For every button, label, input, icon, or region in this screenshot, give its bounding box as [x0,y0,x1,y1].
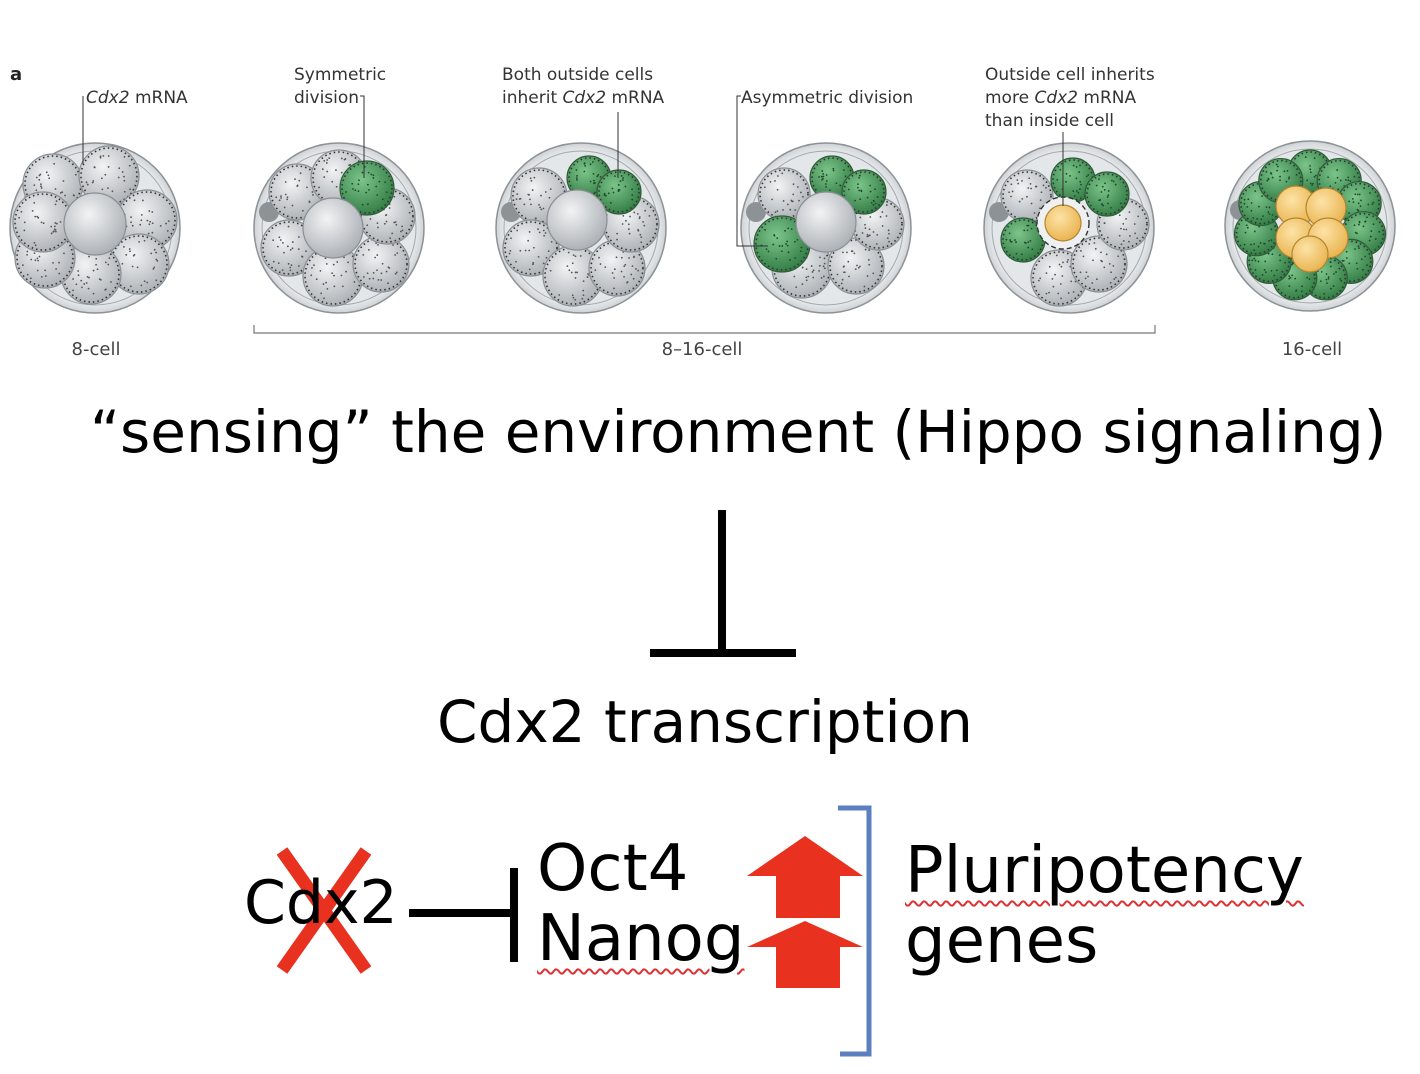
blastomere [63,192,127,256]
outside-inherits-callout: Outside cell inherits more Cdx2 mRNA tha… [985,65,1155,131]
blastomere [757,167,811,221]
symmetric-division-callout: Symmetric division [294,65,387,108]
target-genes: Oct4 Nanog [537,834,744,974]
asymmetric-callout-line [736,95,768,247]
blastomere [302,197,364,259]
blastomere [1070,235,1128,293]
oct4-label: Oct4 [537,832,689,906]
blastomere [108,233,170,295]
bracket [838,805,872,1057]
outside-cell [1000,217,1046,263]
inhibition-symbol-hippo [650,510,796,657]
outside-cell [841,169,887,215]
blastomere [546,189,608,251]
outside-cell [339,160,395,216]
stage-bracket [253,325,1156,334]
cdx2-transcription-label: Cdx2 transcription [437,688,973,756]
up-arrow-icon [747,921,863,988]
nanog-label: Nanog [537,902,745,976]
inside-cell [1291,235,1329,273]
blastomere [352,235,410,293]
blastomere [827,237,885,295]
panel-letter: a [10,64,23,85]
stage-8-cell: 8-cell [71,339,121,360]
inside-cell [1044,204,1082,242]
outside-cell [596,169,642,215]
stage-16-cell: 16-cell [1281,339,1343,360]
blastomere [78,145,140,207]
asymmetric-division-callout: Asymmetric division [741,88,914,108]
both-outside-callout: Both outside cells inherit Cdx2 mRNA [502,65,665,108]
blastomere [588,239,646,297]
blastomere [795,191,857,253]
pluripotency-genes-label: Pluripotency genes [905,834,1304,978]
blastomere [502,219,560,277]
cdx2-knockout-label: Cdx2 [244,868,398,938]
symmetric-callout-line [360,95,365,178]
outside-cell [1084,171,1130,217]
up-arrow-icon [747,836,863,918]
cdx2-mrna-callout: Cdx2 mRNA [86,88,188,108]
embryo-illustrations [9,95,1396,334]
hippo-signaling-label: “sensing” the environment (Hippo signali… [90,398,1387,466]
stage-8-16-cell: 8–16-cell [661,339,743,360]
inhibition-symbol-cdx2 [409,868,518,962]
